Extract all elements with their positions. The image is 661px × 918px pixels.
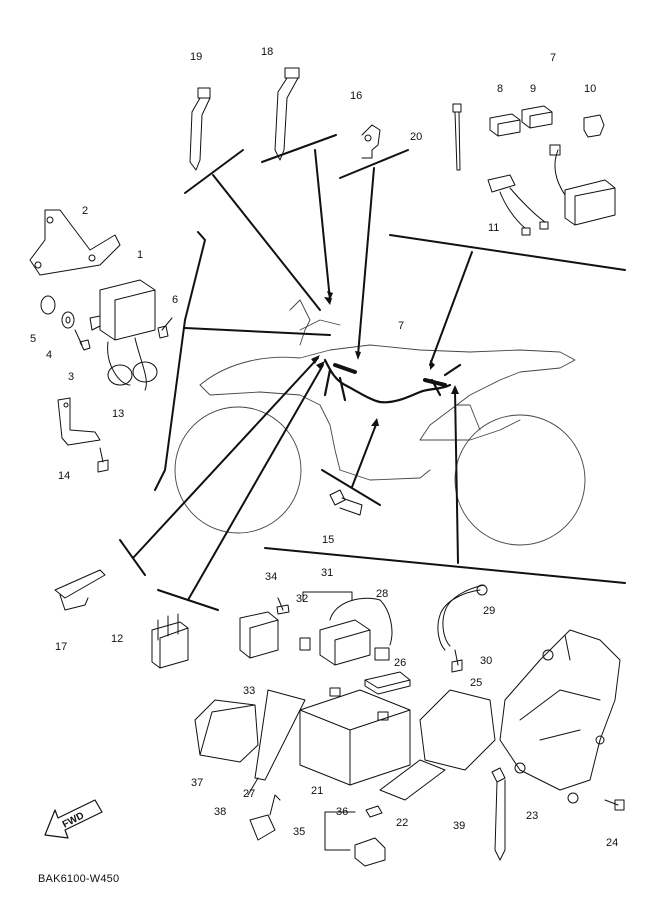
callout-4: 4 xyxy=(46,349,53,361)
holder-35-icon xyxy=(324,811,386,867)
bolt-15-icon xyxy=(329,489,363,516)
band-27-icon xyxy=(247,689,306,796)
callout-14: 14 xyxy=(58,470,71,482)
clamp-16-icon xyxy=(361,124,381,159)
callout-12: 12 xyxy=(111,633,124,645)
cable-tie-20-icon xyxy=(452,103,462,171)
connector-11-icon xyxy=(487,174,549,236)
cable-tie-18-icon xyxy=(274,67,300,161)
regulator-1-icon xyxy=(89,279,158,391)
callout-39: 39 xyxy=(453,820,466,832)
washer-4-icon xyxy=(61,311,75,329)
callout-11: 11 xyxy=(488,222,500,234)
callout-13: 13 xyxy=(112,408,125,420)
arrow-heads xyxy=(311,291,459,426)
cover-22-icon xyxy=(379,759,446,801)
callout-28: 28 xyxy=(376,588,389,600)
callout-9: 9 xyxy=(530,83,537,95)
diagram-code: BAK6100-W450 xyxy=(38,873,120,885)
callout-17: 17 xyxy=(55,641,68,653)
cover-25-icon xyxy=(419,689,496,771)
callout-27: 27 xyxy=(243,788,256,800)
callout-21: 21 xyxy=(311,785,324,797)
callout-5: 5 xyxy=(30,333,37,345)
starter-relay-31-icon xyxy=(299,591,393,666)
pad-26-icon xyxy=(364,671,411,695)
callout-1: 1 xyxy=(137,249,144,261)
bolt-6-icon xyxy=(157,317,173,339)
callout-2: 2 xyxy=(82,205,89,217)
callout-30: 30 xyxy=(480,655,493,667)
fuse-8-icon xyxy=(489,113,521,137)
callout-23: 23 xyxy=(526,810,539,822)
callout-3: 3 xyxy=(68,371,75,383)
sensor-17-icon xyxy=(54,569,106,611)
bracket-13-icon xyxy=(57,397,101,446)
cable-29-icon xyxy=(437,584,488,651)
callout-15: 15 xyxy=(322,534,335,546)
battery-21-icon xyxy=(299,687,411,786)
clip-36-icon xyxy=(365,805,383,818)
callout-26: 26 xyxy=(394,657,407,669)
callout-7-top: 7 xyxy=(550,52,557,64)
screw-34-icon xyxy=(276,597,290,615)
callout-25: 25 xyxy=(470,677,483,689)
relay-33-icon xyxy=(239,611,279,659)
callout-31: 31 xyxy=(321,567,334,579)
callout-6: 6 xyxy=(172,294,179,306)
callout-22: 22 xyxy=(396,817,409,829)
callout-33: 33 xyxy=(243,685,256,697)
bolt-14-icon xyxy=(97,447,109,473)
leader-lines xyxy=(119,134,626,611)
callout-19: 19 xyxy=(190,51,203,63)
callout-35: 35 xyxy=(293,826,306,838)
callout-32: 32 xyxy=(296,593,309,605)
cable-tie-19-icon xyxy=(189,87,211,171)
bracket-2-icon xyxy=(29,209,121,276)
battery-box-23-icon xyxy=(499,629,621,804)
grommet-5-icon xyxy=(40,295,56,315)
fuse-box-7-icon xyxy=(549,144,616,226)
bolt-30-icon xyxy=(451,649,463,673)
callout-8: 8 xyxy=(497,83,504,95)
cable-tie-39-icon xyxy=(491,767,506,861)
bolt-24-icon xyxy=(604,799,625,811)
callout-20: 20 xyxy=(410,131,423,143)
callout-34: 34 xyxy=(265,571,278,583)
wire-harness-7 xyxy=(323,358,462,404)
bolt-3-icon xyxy=(74,329,91,351)
callout-24: 24 xyxy=(606,837,619,849)
fuse-10-icon xyxy=(583,114,605,138)
callout-36: 36 xyxy=(336,806,349,818)
fuse-9-icon xyxy=(521,105,553,129)
callout-18: 18 xyxy=(261,46,274,58)
sensor-38-icon xyxy=(249,794,281,841)
callout-38: 38 xyxy=(214,806,227,818)
callout-7-harness: 7 xyxy=(398,320,405,332)
cover-37-icon xyxy=(194,699,259,763)
coupler-12-icon xyxy=(151,613,189,669)
callout-10: 10 xyxy=(584,83,597,95)
fwd-arrow-icon xyxy=(44,799,103,839)
callout-29: 29 xyxy=(483,605,496,617)
callout-16: 16 xyxy=(350,90,363,102)
motorcycle-outline xyxy=(174,299,586,546)
callout-37: 37 xyxy=(191,777,204,789)
